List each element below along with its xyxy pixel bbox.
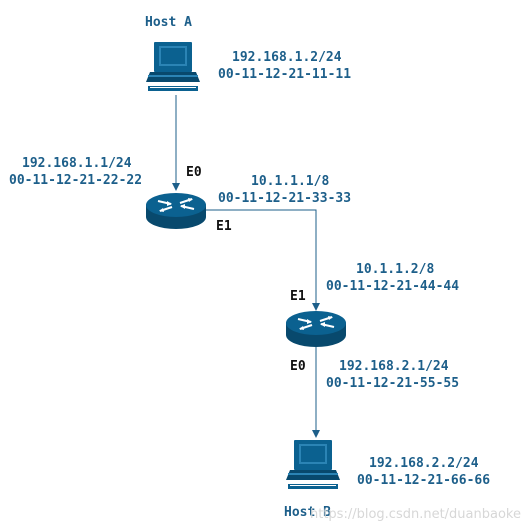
- router2-router-icon: [286, 311, 346, 347]
- router2-e0-ip: 192.168.2.1/24: [339, 359, 449, 374]
- router2-e0-port: E0: [290, 359, 306, 374]
- host-b-workstation-icon: [286, 440, 340, 489]
- router1-e1-port: E1: [216, 219, 232, 234]
- host-a-ip: 192.168.1.2/24: [232, 50, 342, 65]
- link-router1-router2: [206, 209, 320, 311]
- router2-e0-mac: 00-11-12-21-55-55: [326, 376, 459, 391]
- router2-e1-port: E1: [290, 289, 306, 304]
- router1-e1-mac: 00-11-12-21-33-33: [218, 191, 351, 206]
- router1-router-icon: [146, 193, 206, 229]
- host-a-mac: 00-11-12-21-11-11: [218, 67, 351, 82]
- links: [172, 95, 320, 438]
- host-a-name: Host A: [145, 15, 192, 30]
- host-a-workstation-icon: [146, 42, 200, 91]
- router1-e1-ip: 10.1.1.1/8: [251, 174, 329, 189]
- router2-e1-mac: 00-11-12-21-44-44: [326, 279, 459, 294]
- host-b-mac: 00-11-12-21-66-66: [357, 473, 490, 488]
- router1-e0-ip: 192.168.1.1/24: [22, 156, 132, 171]
- host-b-name: Host B: [284, 505, 331, 520]
- router2-e1-ip: 10.1.1.2/8: [356, 262, 434, 277]
- watermark: https://blog.csdn.net/duanbaoke: [310, 507, 521, 522]
- host-b-ip: 192.168.2.2/24: [369, 456, 479, 471]
- router1-e0-mac: 00-11-12-21-22-22: [9, 173, 142, 188]
- router1-e0-port: E0: [186, 165, 202, 180]
